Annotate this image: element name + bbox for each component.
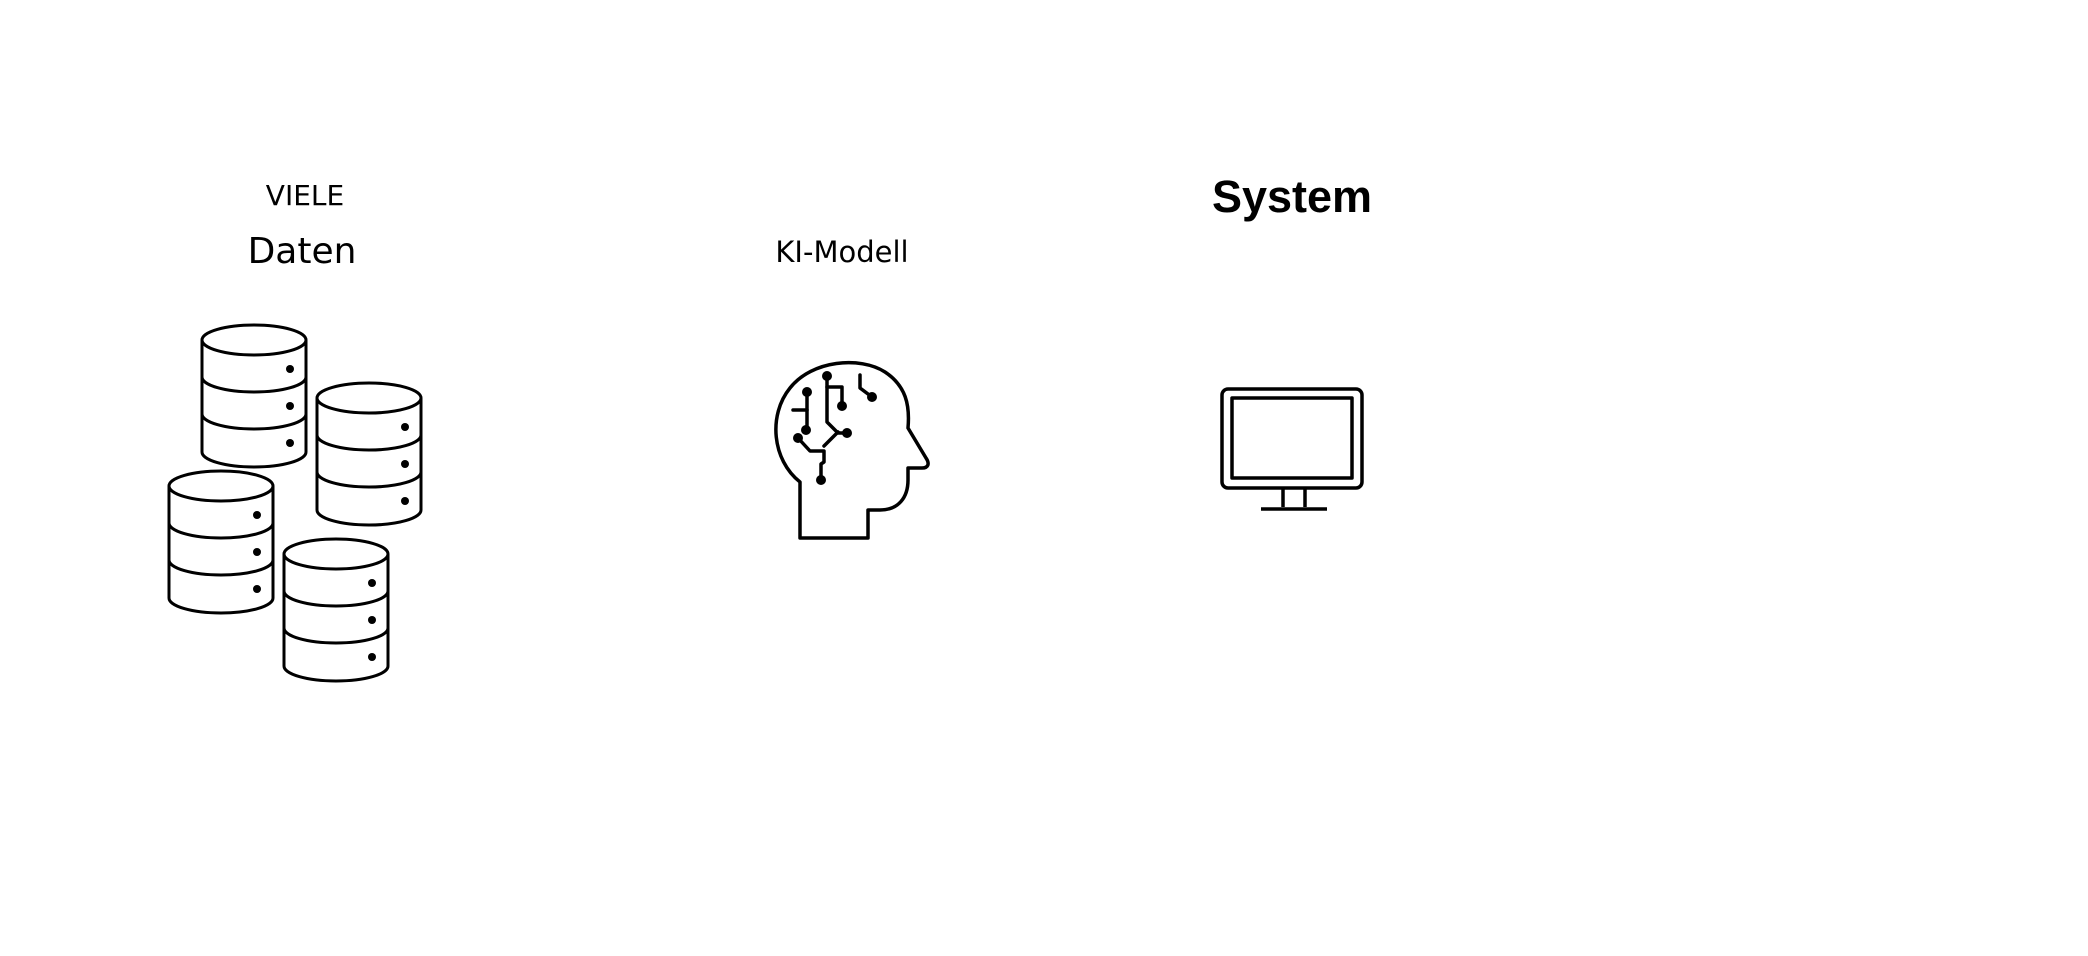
database-cylinder-2 xyxy=(315,381,423,527)
daten-label: Daten xyxy=(247,231,357,272)
system-label: System xyxy=(1211,171,1373,222)
ai-brain-head-icon xyxy=(774,360,930,540)
ki-modell-label: KI-Modell xyxy=(775,235,909,269)
viele-label: VIELE xyxy=(265,179,345,212)
computer-monitor-icon xyxy=(1220,387,1364,511)
database-cylinder-1 xyxy=(200,323,308,469)
database-cylinder-4 xyxy=(282,537,390,683)
database-cylinder-3 xyxy=(167,469,275,615)
database-stack-icon xyxy=(167,323,423,683)
